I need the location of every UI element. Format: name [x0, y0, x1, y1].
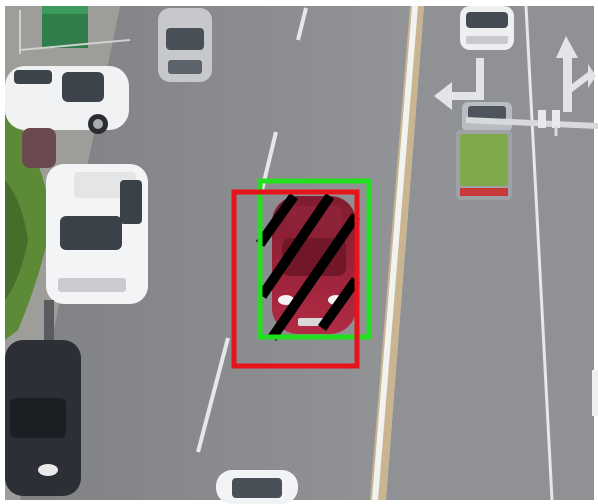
occlusion-stripe [267, 213, 361, 341]
bounding-box-green [257, 178, 372, 340]
occlusion-stripe [257, 193, 335, 299]
lane-marking [196, 337, 230, 453]
lane-divider-right [524, 5, 554, 501]
roadside-object-right [592, 370, 598, 416]
signal-arm [465, 117, 598, 129]
roadside-bushes [5, 115, 49, 340]
bounding-box-red [231, 189, 360, 369]
railing [19, 39, 131, 51]
parked-car-dark [5, 340, 81, 496]
oncoming-car-white [216, 470, 298, 504]
parked-car-silver [158, 8, 212, 82]
occlusion-stripe [255, 193, 299, 247]
left-road [20, 6, 418, 500]
median-barrier [372, 6, 418, 500]
occlusion-stripe [317, 277, 361, 331]
parked-car-white-suv [46, 164, 148, 304]
parked-car-partial [22, 128, 56, 168]
right-road [386, 6, 594, 500]
turn-arrow-left [434, 58, 484, 110]
parking-pole [44, 300, 54, 340]
utility-box-top [42, 6, 88, 14]
straight-right-arrow [556, 36, 596, 112]
occlusion-stripes [255, 193, 361, 341]
parked-car-white-sedan [5, 66, 129, 134]
signal-head [538, 110, 546, 128]
signal-head [552, 110, 560, 128]
roadside-bushes-dark [5, 180, 28, 300]
lane-marking [296, 7, 308, 41]
car-white-right-top [460, 6, 514, 50]
pickup-truck [456, 102, 512, 200]
